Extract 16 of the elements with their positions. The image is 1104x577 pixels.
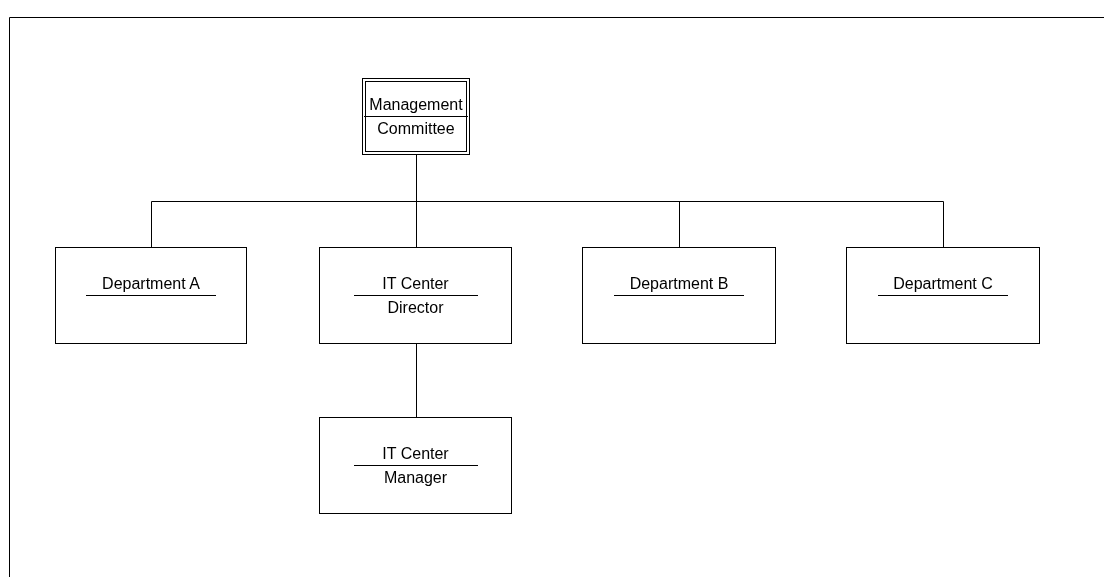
unit-name: Management — [369, 95, 463, 114]
org-box — [846, 247, 1040, 344]
org-box — [319, 417, 512, 514]
unit-title: Director — [387, 298, 444, 317]
org-box — [319, 247, 512, 344]
unit-title: Manager — [383, 468, 448, 487]
unit-name: Department B — [629, 274, 729, 293]
org-box — [55, 247, 247, 344]
unit-name: IT Center — [382, 444, 449, 463]
unit-name: Department C — [893, 274, 993, 293]
org-box — [582, 247, 776, 344]
unit-name: Department A — [102, 274, 200, 293]
org-box — [362, 78, 470, 155]
connector-line — [416, 343, 417, 418]
unit-title: Committee — [377, 119, 455, 138]
unit-name: IT Center — [382, 274, 449, 293]
